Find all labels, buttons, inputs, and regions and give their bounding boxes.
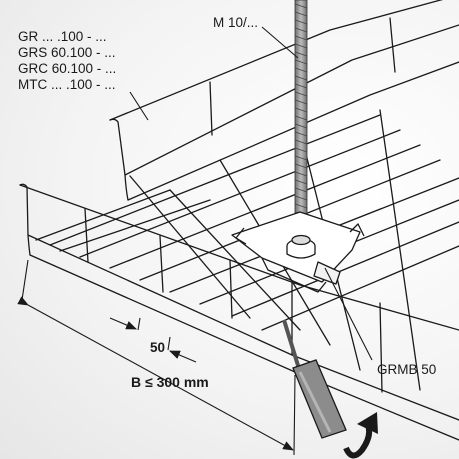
dimension-lines <box>17 259 296 456</box>
product-code-list: GR ... .100 - ... GRS 60.100 - ... GRC 6… <box>18 29 116 93</box>
mesh-step-dimension: 50 <box>150 340 166 355</box>
clamp-plate <box>231 211 365 293</box>
product-code-mtc: MTC ... .100 - ... <box>18 77 116 92</box>
product-code-grs: GRS 60.100 - ... <box>18 45 116 60</box>
tray-bottom-cross <box>35 109 421 391</box>
wire-mesh-tray <box>19 0 459 441</box>
product-code-gr: GR ... .100 - ... <box>18 29 107 44</box>
screwdriver <box>282 319 347 439</box>
tray-bottom-longitudinal <box>49 114 459 331</box>
threaded-rod <box>294 0 308 247</box>
rotation-arrow <box>343 412 378 459</box>
product-code-grc: GRC 60.100 - ... <box>18 61 117 76</box>
leader-lines <box>129 26 373 361</box>
clamp-label: GRMB 50 <box>377 362 437 377</box>
tray-far-wall <box>109 0 459 201</box>
tray-width-dimension: B ≤ 300 mm <box>131 374 209 390</box>
tray-near-wall <box>19 183 459 441</box>
bolt-label: M 10/... <box>213 15 259 30</box>
